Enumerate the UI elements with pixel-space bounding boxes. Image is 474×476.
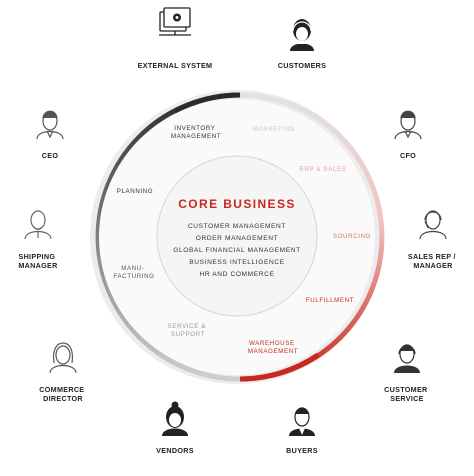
label-cfo: CFO [400,151,416,160]
woman-icon [49,342,77,374]
core-item: CUSTOMER MANAGEMENT [188,223,286,230]
label-ceo: CEO [42,151,59,160]
label-commerce-director: COMMERCE DIRECTOR [39,385,86,403]
label-vendors: VENDORS [156,446,194,455]
core-title: CORE BUSINESS [178,197,296,211]
headset-agent-icon [394,344,420,373]
stage-marketing: MARKETING [253,126,295,133]
core-item: BUSINESS INTELLIGENCE [189,259,284,266]
stage-fulfillment: FULFILLMENT [306,297,354,304]
monitor-gear-icon [159,7,191,36]
ring-arc-left [95,92,241,382]
label-customer-service: CUSTOMER SERVICE [384,385,430,403]
core-item: ORDER MANAGEMENT [196,235,279,242]
man-suit-icon [289,407,315,436]
headset-agent-icon [419,210,447,240]
stage-manufacturing: MANU- FACTURING [113,265,154,280]
label-shipping-manager: SHIPPING MANAGER [18,252,58,270]
businessman-icon [36,110,64,140]
stage-service-support: SERVICE & SUPPORT [168,323,209,338]
stage-inventory-management: INVENTORY MANAGEMENT [171,125,221,140]
stage-sourcing: SOURCING [333,233,371,240]
stage-warehouse-management: WAREHOUSE MANAGEMENT [248,340,298,355]
bald-man-icon [24,210,52,240]
stage-planning: PLANNING [117,188,153,195]
label-buyers: BUYERS [286,446,318,455]
person-headset-icon [290,19,314,51]
label-customers: CUSTOMERS [278,61,327,70]
ring-arc-bottom-accent [239,352,320,382]
label-sales-rep-manager: SALES REP / MANAGER [408,252,458,270]
stage-erp-sales: ERP & SALES [300,166,347,173]
ring-arc-top-dark [173,92,241,114]
core-circle [156,155,318,317]
label-external-system: EXTERNAL SYSTEM [138,61,213,70]
core-item: HR AND COMMERCE [200,271,275,278]
businessman-icon [394,110,422,140]
core-item: GLOBAL FINANCIAL MANAGEMENT [173,247,300,254]
woman-bun-icon [162,401,188,436]
